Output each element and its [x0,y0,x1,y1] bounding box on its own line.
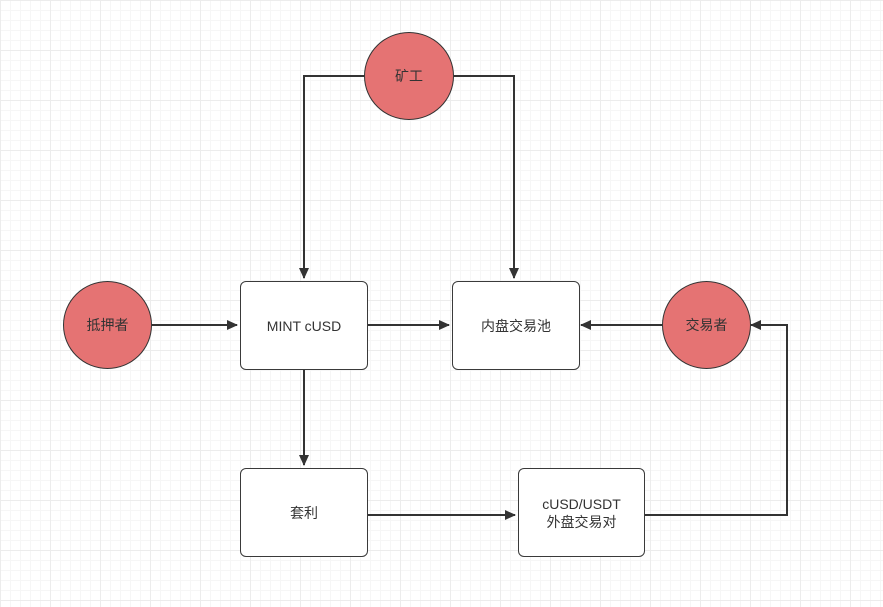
trader-label: 交易者 [685,317,728,333]
internal-pool-label: 内盘交易池 [481,317,551,334]
arbitrage-label: 套利 [290,504,318,521]
collateral-provider-label: 抵押者 [86,317,129,333]
edge-miner-to-internal-pool [454,75,519,279]
external-pair-node[interactable]: cUSD/USDT 外盘交易对 [518,468,645,557]
miner-label: 矿工 [395,68,423,84]
edge-miner-to-mint [299,75,364,279]
edge-external-pair-to-trader [645,320,788,516]
miner-node[interactable]: 矿工 [364,32,454,120]
trader-node[interactable]: 交易者 [662,281,751,369]
arbitrage-node[interactable]: 套利 [240,468,368,557]
mint-cusd-label: MINT cUSD [266,317,342,334]
internal-pool-node[interactable]: 内盘交易池 [452,281,580,370]
mint-cusd-node[interactable]: MINT cUSD [240,281,368,370]
external-pair-label: cUSD/USDT 外盘交易对 [542,495,621,530]
collateral-provider-node[interactable]: 抵押者 [63,281,152,369]
